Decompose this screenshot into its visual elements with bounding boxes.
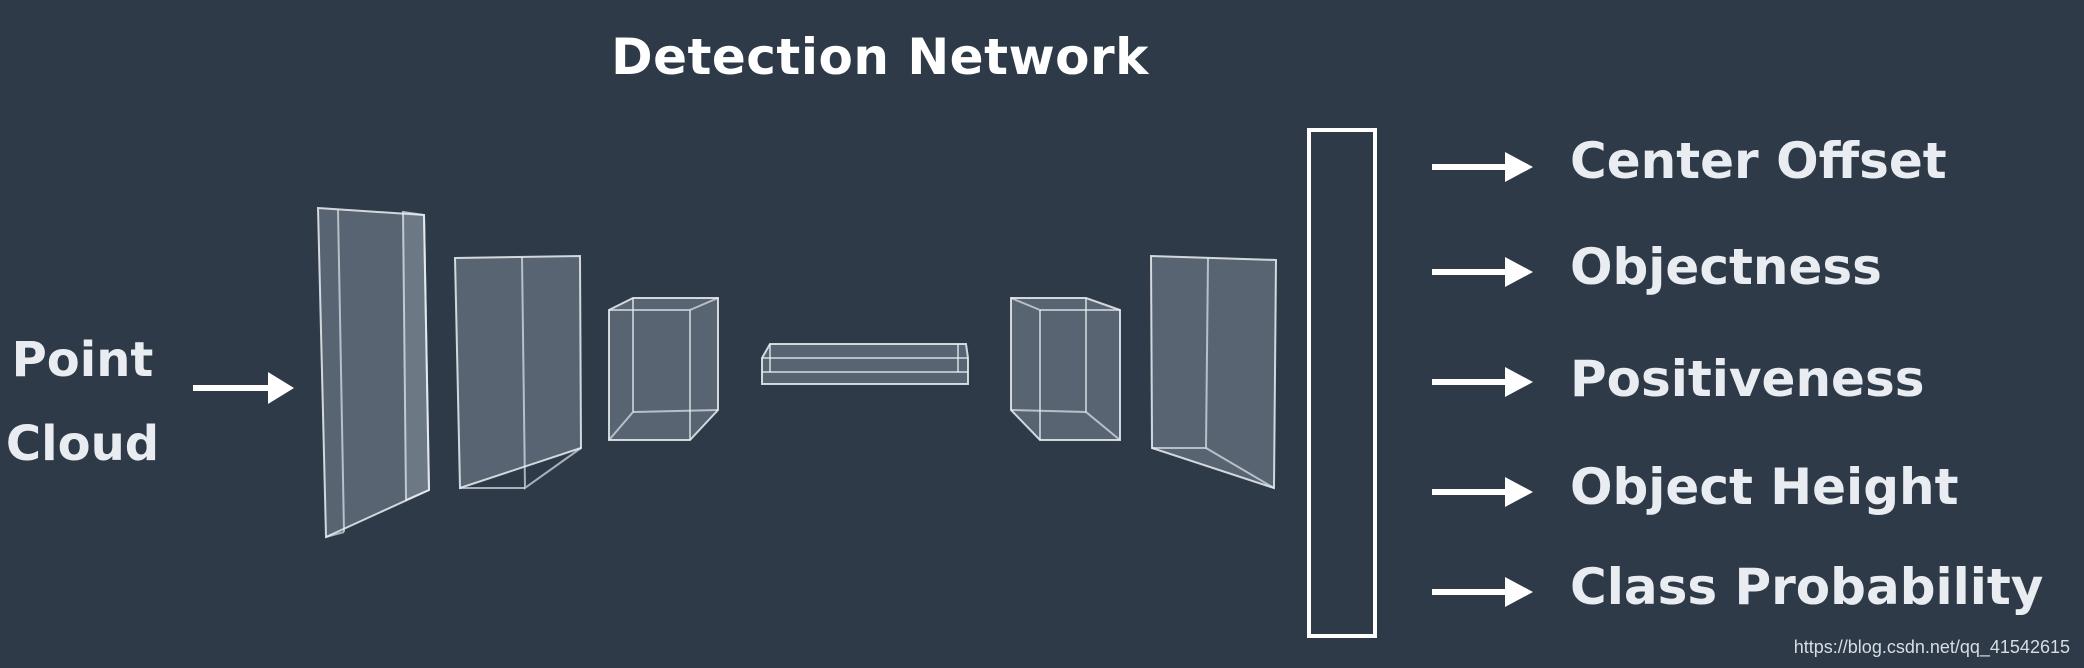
output-arrow-3 — [1432, 367, 1533, 397]
input-label-line1: Point — [11, 332, 154, 388]
output-label-class-probability: Class Probability — [1570, 558, 2044, 616]
encoder-layer-3 — [608, 297, 719, 441]
watermark: https://blog.csdn.net/qq_41542615 — [1793, 637, 2070, 657]
output-layer — [1307, 128, 1377, 638]
decoder-layer-2 — [1149, 254, 1278, 490]
input-label-line2: Cloud — [5, 416, 160, 472]
diagram-title: Detection Network — [611, 28, 1149, 86]
encoder-layer-2 — [453, 254, 583, 490]
output-label-objectness: Objectness — [1570, 238, 1882, 296]
input-arrow — [193, 372, 294, 404]
output-arrow-2 — [1432, 257, 1533, 287]
output-label-center-offset: Center Offset — [1570, 132, 1947, 190]
output-arrows — [1432, 152, 1533, 607]
input-label: Point Cloud — [0, 318, 165, 486]
output-arrow-1 — [1432, 152, 1533, 182]
bottleneck-layer — [761, 343, 969, 385]
output-label-object-height: Object Height — [1570, 458, 1959, 516]
decoder-layer-1 — [1010, 297, 1121, 441]
output-label-positiveness: Positiveness — [1570, 350, 1925, 408]
output-arrow-4 — [1432, 477, 1533, 507]
encoder-layer-1 — [316, 206, 431, 539]
output-arrow-5 — [1432, 577, 1533, 607]
